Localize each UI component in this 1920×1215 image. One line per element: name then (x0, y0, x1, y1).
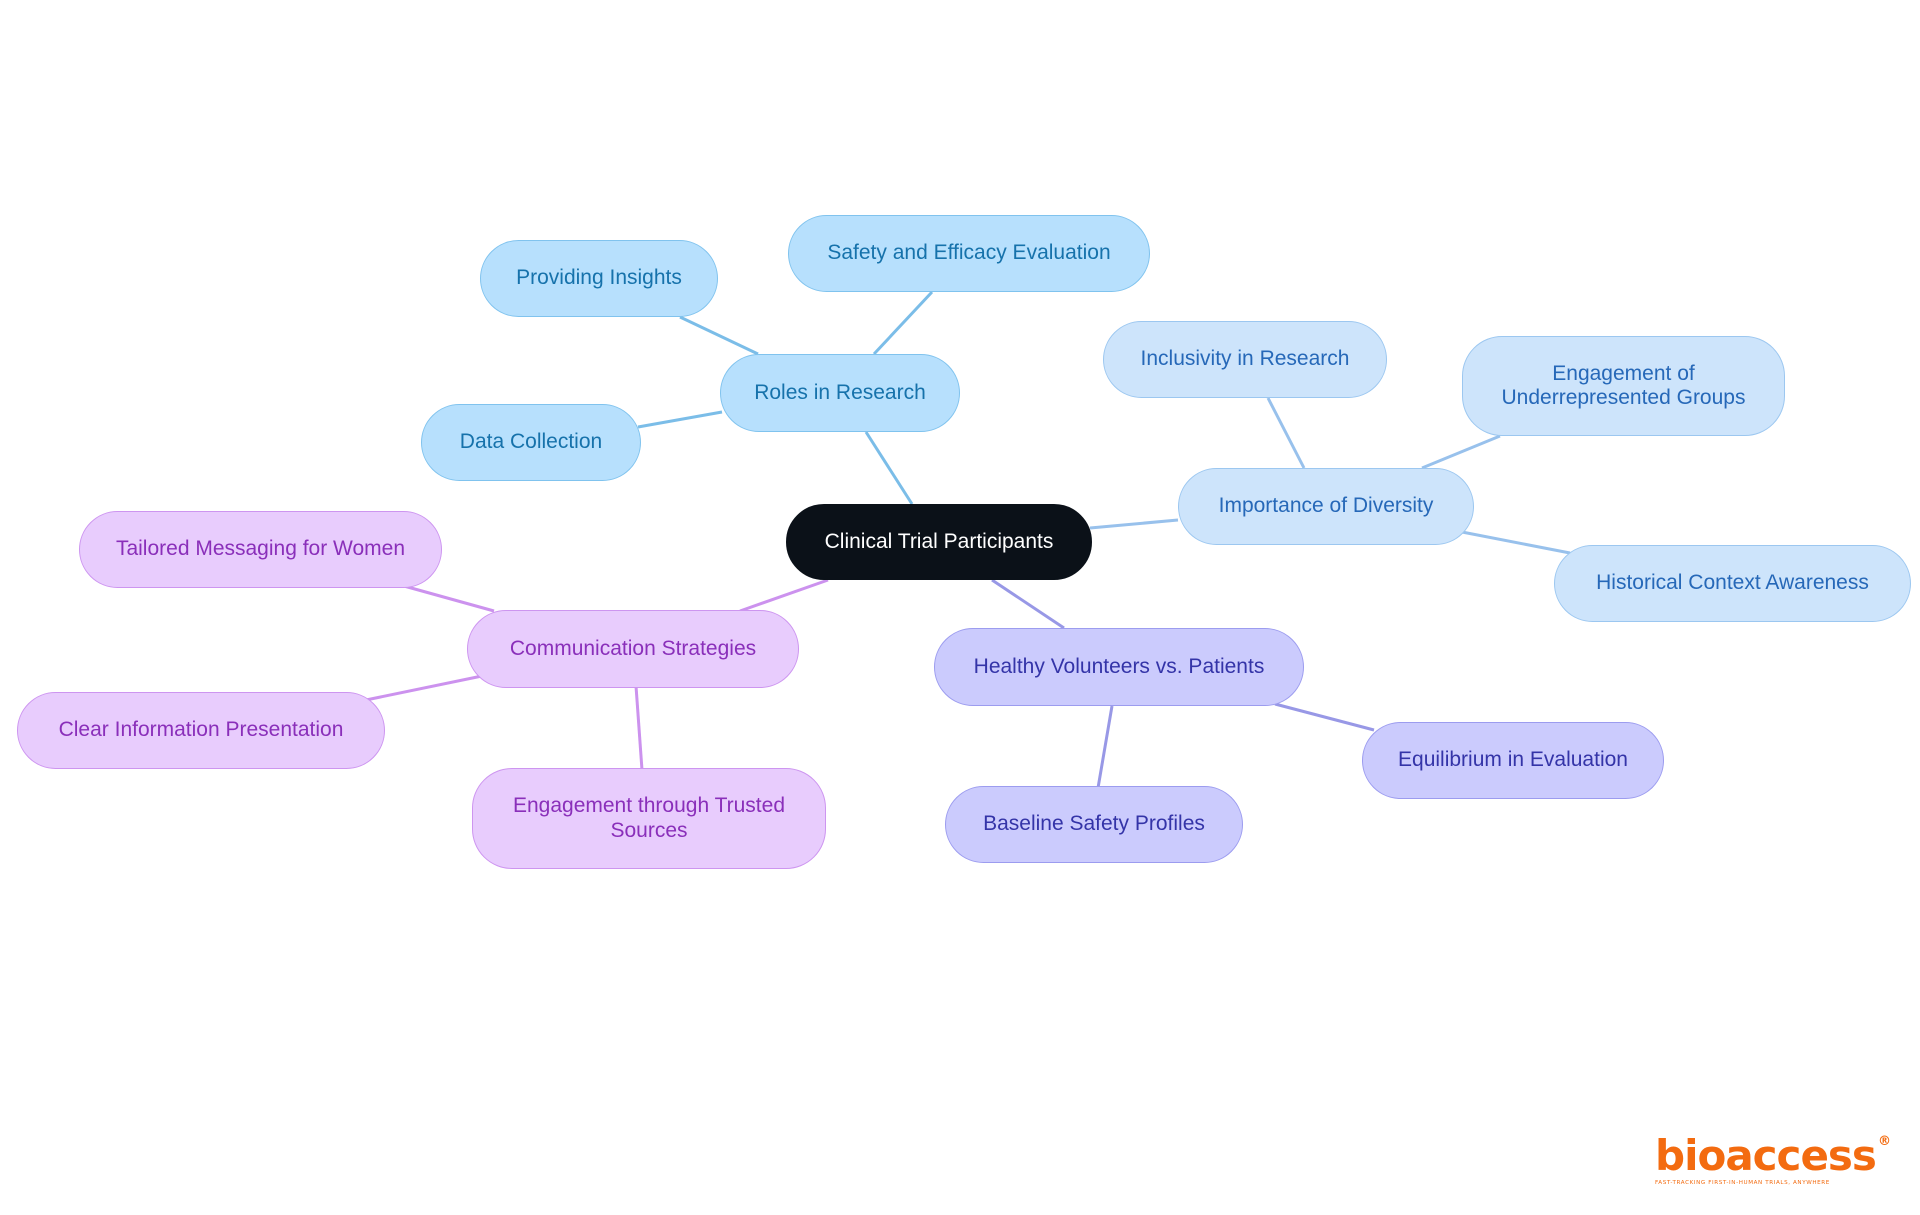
edge-root-communication (739, 578, 829, 613)
bioaccess-logo: bioaccess® FAST-TRACKING FIRST-IN-HUMAN … (1655, 1131, 1891, 1187)
edge-communication-clear (365, 674, 483, 702)
logo-tagline: FAST-TRACKING FIRST-IN-HUMAN TRIALS, ANY… (1655, 1180, 1830, 1186)
edge-diversity-underrepresented (1421, 434, 1501, 470)
leaf-data-collection[interactable]: Data Collection (421, 404, 641, 481)
leaf-equilibrium-in-evaluation[interactable]: Equilibrium in Evaluation (1362, 722, 1664, 799)
branch-healthy-volunteers-vs-patients[interactable]: Healthy Volunteers vs. Patients (934, 628, 1304, 706)
edge-root-volunteers (991, 578, 1065, 630)
leaf-inclusivity-in-research[interactable]: Inclusivity in Research (1103, 321, 1387, 398)
edge-root-diversity (1089, 518, 1179, 530)
leaf-engagement-trusted-sources[interactable]: Engagement through Trusted Sources (472, 768, 826, 869)
edge-volunteers-equilibrium (1274, 702, 1375, 732)
leaf-safety-efficacy-evaluation[interactable]: Safety and Efficacy Evaluation (788, 215, 1150, 292)
branch-importance-of-diversity[interactable]: Importance of Diversity (1178, 468, 1474, 545)
leaf-tailored-messaging-for-women[interactable]: Tailored Messaging for Women (79, 511, 442, 588)
edge-roles-insights (679, 315, 759, 356)
leaf-engagement-underrepresented-groups[interactable]: Engagement of Underrepresented Groups (1462, 336, 1785, 436)
branch-communication-strategies[interactable]: Communication Strategies (467, 610, 799, 688)
edge-diversity-historical (1461, 530, 1571, 555)
edge-roles-data (637, 410, 723, 429)
edge-communication-trusted (634, 685, 644, 771)
leaf-clear-information-presentation[interactable]: Clear Information Presentation (17, 692, 385, 769)
root-node[interactable]: Clinical Trial Participants (786, 504, 1092, 580)
edge-volunteers-baseline (1096, 705, 1114, 789)
edge-root-roles (864, 431, 914, 505)
leaf-baseline-safety-profiles[interactable]: Baseline Safety Profiles (945, 786, 1243, 863)
leaf-historical-context-awareness[interactable]: Historical Context Awareness (1554, 545, 1911, 622)
leaf-providing-insights[interactable]: Providing Insights (480, 240, 718, 317)
logo-wordmark: bioaccess® (1655, 1131, 1891, 1180)
edge-diversity-inclusivity (1266, 397, 1306, 469)
edge-roles-safety (872, 290, 934, 356)
branch-roles-in-research[interactable]: Roles in Research (720, 354, 960, 432)
edge-communication-tailored (403, 584, 495, 613)
